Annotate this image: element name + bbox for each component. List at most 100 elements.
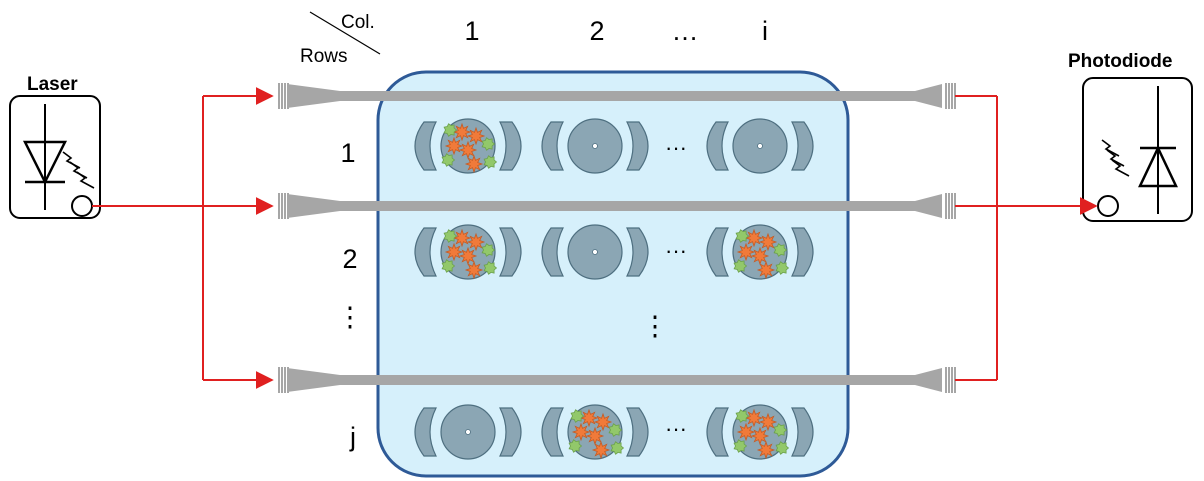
resonator-cell xyxy=(706,224,814,280)
row-header: ⋮ xyxy=(337,302,364,332)
resonator-cell xyxy=(541,118,649,174)
grating-coupler-line xyxy=(951,193,953,219)
mirror-right xyxy=(626,407,649,457)
mirror-left xyxy=(414,121,437,171)
target-molecule-icon xyxy=(452,122,472,142)
emission-arrows-icon xyxy=(62,151,95,189)
grating-coupler-line xyxy=(281,367,283,393)
resonator-cell xyxy=(706,118,814,174)
grating-coupler-line xyxy=(284,367,286,393)
receptor-molecule-icon xyxy=(481,137,496,151)
receptor-molecule-icon xyxy=(775,441,790,455)
waveguides xyxy=(278,83,956,393)
mirror-right xyxy=(499,227,522,277)
target-molecule-icon xyxy=(571,422,591,442)
laser-source xyxy=(9,95,101,219)
grating-coupler-line xyxy=(945,367,947,393)
receptor-molecule-icon xyxy=(735,409,750,423)
grating-coupler-line xyxy=(278,193,280,219)
receptor-molecule-icon xyxy=(481,243,496,257)
target-molecule-icon xyxy=(466,232,486,252)
mirror-left xyxy=(414,227,437,277)
column-ellipsis: ··· xyxy=(665,238,687,263)
disk-center xyxy=(592,249,598,255)
mirror-right xyxy=(791,121,814,171)
mirror-right xyxy=(626,227,649,277)
grating-coupler-line xyxy=(945,193,947,219)
column-ellipsis: ··· xyxy=(665,416,687,441)
mirror-right xyxy=(791,227,814,277)
rows-header-label: Rows xyxy=(300,46,348,67)
mirror-right xyxy=(499,407,522,457)
target-molecule-icon xyxy=(591,440,611,460)
target-molecule-icon xyxy=(444,136,464,156)
target-molecule-icon xyxy=(744,408,764,428)
disk-center xyxy=(757,143,763,149)
target-molecule-icon xyxy=(744,228,764,248)
column-header: 2 xyxy=(589,16,604,46)
mirror-left xyxy=(706,121,729,171)
laser-label: Laser xyxy=(27,74,78,95)
grating-coupler-line xyxy=(948,83,950,109)
disk-center xyxy=(465,429,471,435)
waveguide-core xyxy=(340,202,920,210)
target-molecule-icon xyxy=(458,140,478,160)
mirror-left xyxy=(541,407,564,457)
column-header: i xyxy=(762,16,768,46)
target-molecule-icon xyxy=(579,408,599,428)
grating-coupler-line xyxy=(951,367,953,393)
grating-coupler-line xyxy=(278,83,280,109)
resonator-cell xyxy=(414,404,522,460)
receptor-molecule-icon xyxy=(773,423,788,437)
target-molecule-icon xyxy=(593,412,613,432)
receptor-molecule-icon xyxy=(443,123,458,137)
input-signal-path xyxy=(92,87,274,389)
receptor-molecule-icon xyxy=(443,229,458,243)
grating-coupler-line xyxy=(287,193,289,219)
resonator-grid xyxy=(414,118,814,460)
grating-coupler-line xyxy=(287,367,289,393)
header-corner-divider xyxy=(309,11,381,55)
column-header: … xyxy=(672,16,699,46)
target-molecule-icon xyxy=(466,126,486,146)
grating-coupler-line xyxy=(945,83,947,109)
receptor-molecule-icon xyxy=(773,243,788,257)
photodiode-input-port-icon xyxy=(1097,195,1119,217)
target-molecule-icon xyxy=(736,422,756,442)
waveguide-core xyxy=(340,92,920,100)
receptor-molecule-icon xyxy=(483,155,498,169)
waveguide-core xyxy=(340,376,920,384)
receptor-molecule-icon xyxy=(775,261,790,275)
grating-coupler-line xyxy=(278,367,280,393)
grating-coupler-line xyxy=(281,193,283,219)
target-molecule-icon xyxy=(458,246,478,266)
grating-coupler-line xyxy=(948,193,950,219)
mirror-left xyxy=(706,227,729,277)
mirror-left xyxy=(541,227,564,277)
grating-coupler-line xyxy=(948,367,950,393)
mirror-left xyxy=(706,407,729,457)
grating-coupler-line xyxy=(287,83,289,109)
output-signal-path xyxy=(955,95,1098,381)
row-header: j xyxy=(349,422,356,452)
grating-coupler-line xyxy=(951,83,953,109)
mirror-right xyxy=(626,121,649,171)
target-molecule-icon xyxy=(464,260,484,280)
target-molecule-icon xyxy=(750,426,770,446)
target-molecule-icon xyxy=(585,426,605,446)
mirror-right xyxy=(499,121,522,171)
resonator-cell xyxy=(541,224,649,280)
grating-coupler-line xyxy=(284,193,286,219)
receptor-molecule-icon xyxy=(733,439,748,453)
receptor-molecule-icon xyxy=(568,439,583,453)
mirror-left xyxy=(414,407,437,457)
receptor-molecule-icon xyxy=(483,261,498,275)
target-molecule-icon xyxy=(464,154,484,174)
receptor-molecule-icon xyxy=(441,259,456,273)
row-header: 1 xyxy=(340,138,355,168)
grating-coupler-line xyxy=(281,83,283,109)
target-molecule-icon xyxy=(452,228,472,248)
resonator-cell xyxy=(706,404,814,460)
target-molecule-icon xyxy=(758,412,778,432)
receptor-molecule-icon xyxy=(610,441,625,455)
